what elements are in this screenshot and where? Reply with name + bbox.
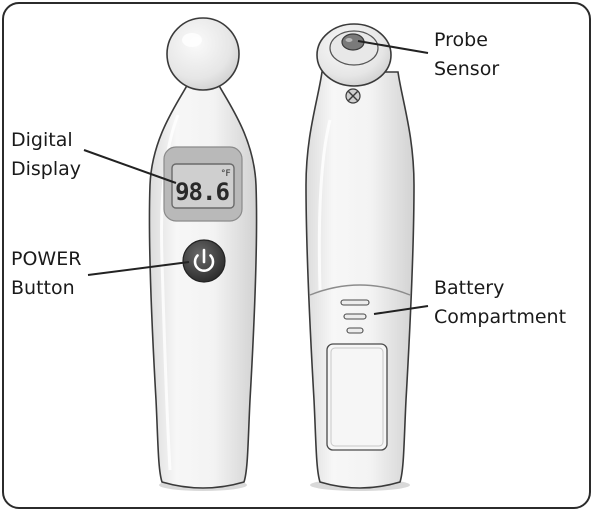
digital-display-label-line-2: Display	[11, 158, 82, 180]
power-icon	[193, 248, 215, 272]
lcd-screen	[171, 163, 235, 209]
battery-compartment-label-line-1: Battery	[434, 277, 505, 299]
battery-slot-3	[346, 327, 364, 334]
thermometer-front: °F 98.6	[148, 17, 258, 491]
thermometer-back	[305, 23, 415, 491]
screw-icon	[345, 88, 361, 104]
battery-door-inner	[330, 347, 384, 447]
digital-display-label: Digital Display	[11, 126, 81, 184]
lcd-reading: 98.6	[175, 178, 229, 206]
front-head-highlight	[182, 33, 202, 47]
power-button-label-line-2: Button	[11, 277, 75, 299]
leader-battery-compartment	[373, 305, 429, 315]
power-button-label: POWER Button	[11, 245, 81, 303]
probe-sensor-label-line-1: Probe	[434, 29, 488, 51]
leader-digital-display	[83, 149, 177, 184]
power-button-label-line-1: POWER	[11, 248, 82, 270]
probe-sensor-label: Probe Sensor	[434, 26, 499, 84]
digital-display-label-line-1: Digital	[11, 129, 73, 151]
front-head	[166, 17, 240, 91]
leader-power-button	[87, 261, 190, 276]
lcd-unit: °F	[221, 169, 231, 179]
battery-compartment-label: Battery Compartment	[434, 274, 566, 332]
front-body	[148, 79, 258, 489]
battery-slot-1	[340, 299, 370, 306]
back-body-highlight	[317, 119, 332, 291]
probe-lens-highlight	[345, 38, 353, 42]
leader-probe-sensor	[357, 40, 429, 54]
probe-sensor-label-line-2: Sensor	[434, 58, 500, 80]
battery-door[interactable]	[326, 343, 388, 451]
battery-compartment-label-line-2: Compartment	[434, 306, 567, 328]
battery-slot-2	[343, 313, 367, 320]
battery-compartment-seam	[309, 284, 411, 296]
